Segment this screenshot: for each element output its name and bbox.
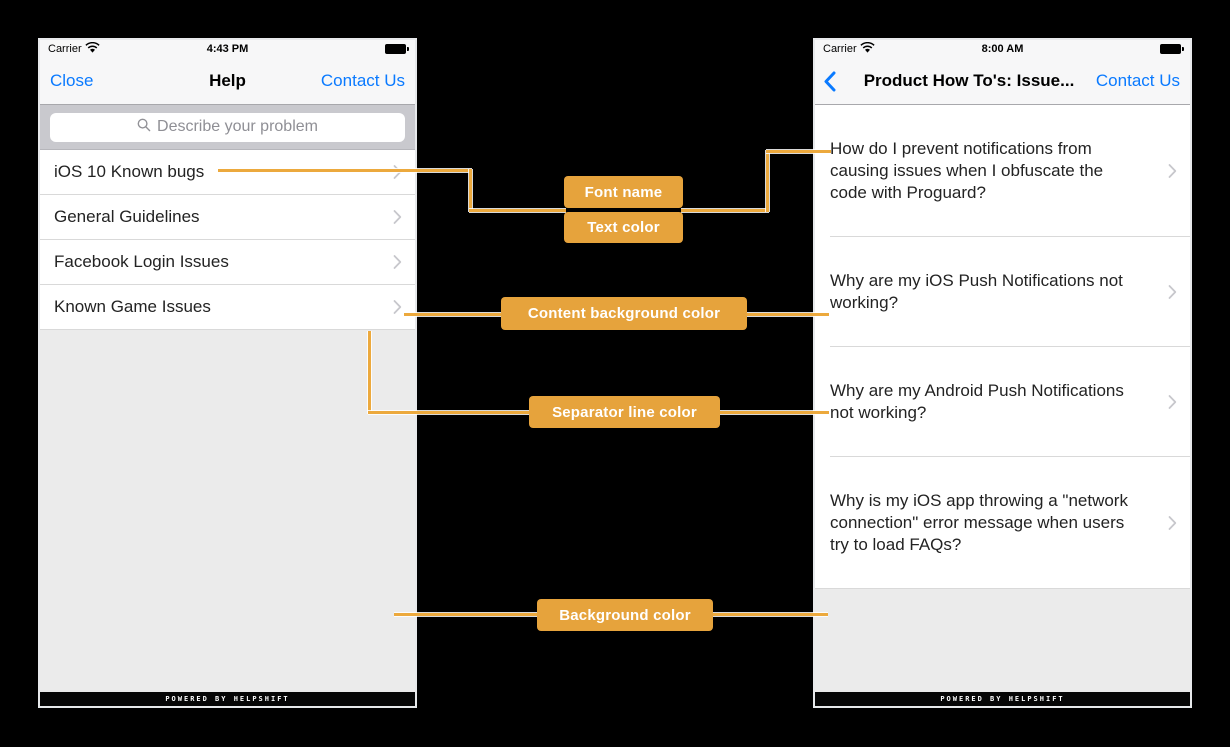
nav-bar: Product How To's: Issue... Contact Us [815,58,1190,105]
faq-question-text: Why are my iOS Push Notifications not wo… [830,271,1123,312]
connector-line [404,313,503,316]
chevron-right-icon [1168,516,1177,531]
list-item-label: Known Game Issues [54,297,211,316]
list-item-label: Facebook Login Issues [54,252,229,271]
chevron-right-icon [393,300,402,315]
search-input[interactable]: Describe your problem [50,112,405,142]
time-label: 4:43 PM [206,43,249,55]
faq-list-item[interactable]: Why are my Android Push Notifications no… [815,347,1190,457]
chevron-right-icon [393,165,402,180]
list-item[interactable]: iOS 10 Known bugs [40,150,415,195]
status-bar: Carrier 4:43 PM [40,40,415,58]
search-placeholder: Describe your problem [157,118,318,135]
screen-background [815,589,1190,692]
contact-us-link[interactable]: Contact Us [320,71,405,90]
connector-line [745,313,829,316]
carrier-label: Carrier [48,43,82,55]
search-strip: Describe your problem [40,105,415,150]
annotation-badge-background-color: Background color [537,599,713,631]
carrier-label: Carrier [823,43,857,55]
left-phone-screen: Carrier 4:43 PM Close Help Contact Us De… [38,38,417,708]
powered-by-helpshift-bar: POWERED BY HELPSHIFT [815,692,1190,706]
search-icon [137,118,151,137]
annotation-badge-content-background-color: Content background color [501,297,747,330]
status-bar: Carrier 8:00 AM [815,40,1190,58]
connector-line [368,331,371,414]
faq-list-item[interactable]: Why are my iOS Push Notifications not wo… [815,237,1190,347]
faq-list-item[interactable]: Why is my iOS app throwing a "network co… [815,457,1190,589]
faq-question-text: Why is my iOS app throwing a "network co… [830,491,1128,554]
page-title: Help [209,71,246,90]
list-item[interactable]: Facebook Login Issues [40,240,415,285]
connector-line [469,169,472,212]
connector-line [681,209,769,212]
screen-background [40,330,415,692]
connector-line [718,411,829,414]
list-item[interactable]: Known Game Issues [40,285,415,330]
annotation-badge-separator-line-color: Separator line color [529,396,720,428]
list-item[interactable]: General Guidelines [40,195,415,240]
chevron-right-icon [393,255,402,270]
faq-question-text: Why are my Android Push Notifications no… [830,381,1124,422]
time-label: 8:00 AM [981,43,1024,55]
battery-icon [385,44,409,54]
back-button[interactable] [823,71,836,92]
battery-icon [1160,44,1184,54]
right-phone-screen: Carrier 8:00 AM Product How To's: Issue.… [813,38,1192,708]
annotation-badge-text-color: Text color [564,212,683,243]
chevron-right-icon [1168,395,1177,410]
faq-list-item[interactable]: How do I prevent notifications from caus… [815,105,1190,237]
list-item-label: General Guidelines [54,207,200,226]
powered-by-helpshift-bar: POWERED BY HELPSHIFT [40,692,415,706]
wifi-icon [860,41,875,56]
connector-line [218,169,472,172]
connector-line [469,209,566,212]
connector-line [394,613,539,616]
nav-bar: Close Help Contact Us [40,58,415,105]
connector-line [368,411,531,414]
connector-line [766,150,769,212]
close-button[interactable]: Close [50,71,94,90]
faq-question-text: How do I prevent notifications from caus… [830,139,1104,202]
wifi-icon [85,41,100,56]
annotation-badge-font-name: Font name [564,176,683,208]
list-item-label: iOS 10 Known bugs [54,162,205,181]
page-title: Product How To's: Issue... [863,71,1075,90]
chevron-right-icon [1168,285,1177,300]
chevron-right-icon [1168,164,1177,179]
connector-line [766,150,831,153]
connector-line [711,613,828,616]
contact-us-link[interactable]: Contact Us [1095,71,1180,90]
chevron-right-icon [393,210,402,225]
